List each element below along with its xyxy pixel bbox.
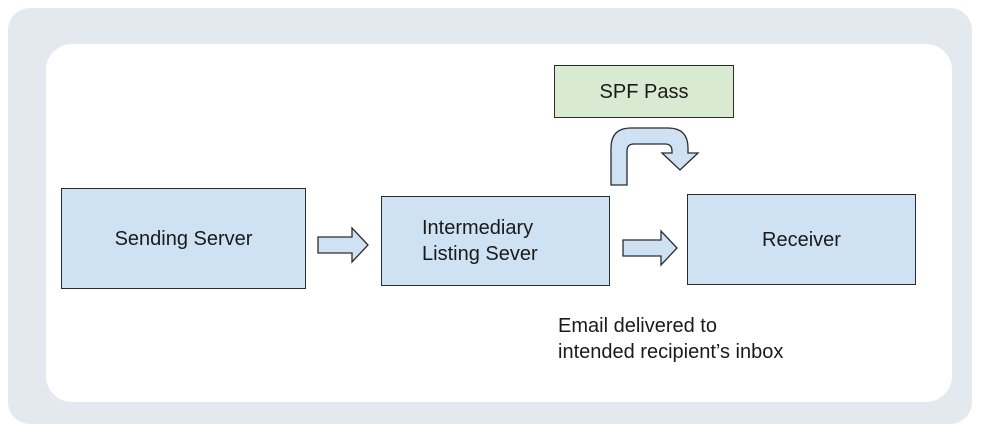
spf-pass-label: SPF Pass bbox=[599, 80, 689, 103]
sending-server-label: Sending Server bbox=[114, 227, 253, 250]
receiver-label: Receiver bbox=[762, 228, 841, 251]
receiver-box: Receiver bbox=[687, 194, 916, 285]
intermediary-server-box: Intermediary Listing Sever bbox=[381, 196, 610, 286]
arrow-sending-to-intermediary bbox=[317, 226, 369, 264]
arrow-intermediary-to-receiver bbox=[622, 229, 678, 267]
sending-server-box: Sending Server bbox=[61, 188, 306, 289]
spf-pass-box: SPF Pass bbox=[554, 65, 734, 118]
intermediary-server-label: Intermediary Listing Sever bbox=[422, 217, 538, 265]
arrow-spf-curve bbox=[610, 127, 700, 186]
delivery-note: Email delivered to intended recipient’s … bbox=[558, 315, 784, 363]
